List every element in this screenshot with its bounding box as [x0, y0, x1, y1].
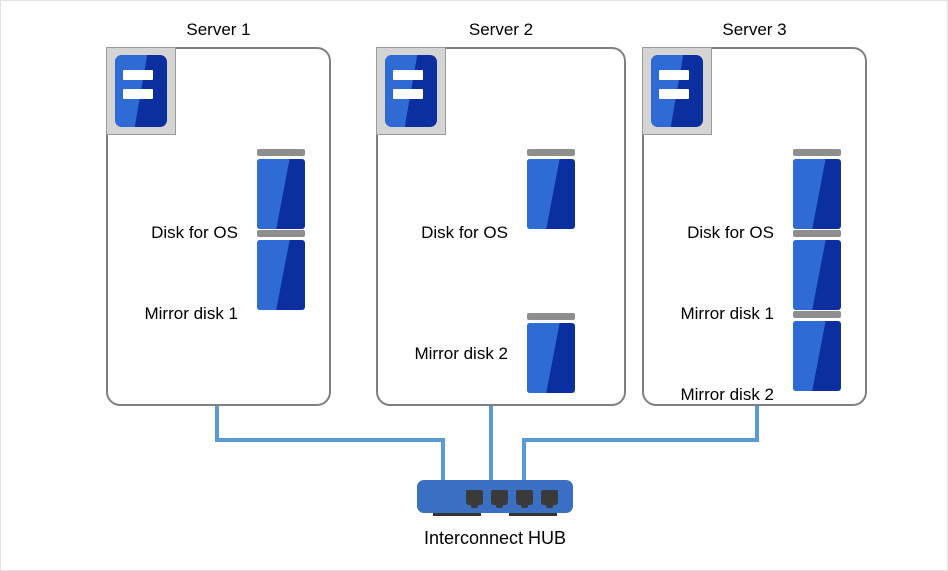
server-tower-glyph: [115, 55, 167, 127]
disk-label: Mirror disk 1: [680, 304, 774, 323]
server-led-icon: [659, 70, 689, 80]
disk-cap: [793, 230, 841, 237]
disk-body: [793, 240, 841, 310]
disk-cap: [257, 230, 305, 237]
disk-cap: [527, 149, 575, 156]
disk-body: [257, 159, 305, 229]
disk-icon: [793, 230, 841, 310]
disk-body: [527, 159, 575, 229]
hub-port-icon: [516, 490, 533, 508]
disk-cap: [793, 311, 841, 318]
disk-body: [793, 321, 841, 391]
server-tower-glyph: [651, 55, 703, 127]
server-3-title: Server 3: [722, 20, 787, 39]
hub-port-icon: [466, 490, 483, 508]
server-led-icon: [393, 89, 423, 99]
disk-cap: [257, 149, 305, 156]
link-server-3-vertical: [755, 406, 759, 442]
disk-label: Disk for OS: [687, 223, 774, 242]
link-server-3-horizontal: [522, 438, 759, 442]
disk-label: Disk for OS: [151, 223, 238, 242]
link-server-2-vertical: [489, 406, 493, 483]
link-server-1-drop: [441, 438, 445, 483]
disk-label: Mirror disk 1: [144, 304, 238, 323]
server-2-box: Disk for OS Mirror disk 2: [376, 47, 626, 406]
disk-label: Disk for OS: [421, 223, 508, 242]
server-icon: [642, 47, 712, 135]
server-icon: [376, 47, 446, 135]
hub-label: Interconnect HUB: [423, 528, 567, 548]
disk-icon: [527, 149, 575, 229]
server-1-box: Disk for OS Mirror disk 1: [106, 47, 331, 406]
disk-cap: [793, 149, 841, 156]
link-server-1-vertical: [215, 406, 219, 442]
server-led-icon: [393, 70, 423, 80]
disk-cap: [527, 313, 575, 320]
link-server-1-horizontal: [215, 438, 445, 442]
server-tower-glyph: [385, 55, 437, 127]
server-3-box: Disk for OS Mirror disk 1 Mirror disk 2: [642, 47, 867, 406]
disk-icon: [257, 149, 305, 229]
disk-icon: [793, 149, 841, 229]
link-server-3-drop: [522, 438, 526, 483]
disk-body: [793, 159, 841, 229]
hub-port-icon: [491, 490, 508, 508]
disk-icon: [527, 313, 575, 393]
disk-label: Mirror disk 2: [680, 385, 774, 404]
disk-body: [257, 240, 305, 310]
hub-port-icon: [541, 490, 558, 508]
hub-device: [417, 480, 573, 513]
server-led-icon: [123, 70, 153, 80]
server-led-icon: [659, 89, 689, 99]
disk-body: [527, 323, 575, 393]
server-1-title: Server 1: [186, 20, 251, 39]
disk-icon: [257, 230, 305, 310]
server-2-title: Server 2: [468, 20, 534, 39]
server-led-icon: [123, 89, 153, 99]
disk-label: Mirror disk 2: [414, 344, 508, 363]
server-icon: [106, 47, 176, 135]
disk-icon: [793, 311, 841, 391]
